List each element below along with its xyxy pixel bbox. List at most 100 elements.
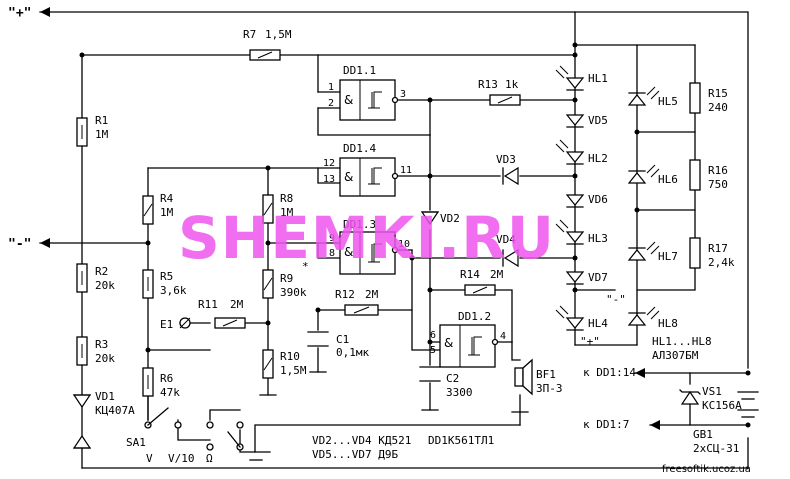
arrow-dd1-14-icon — [635, 368, 645, 378]
watermark-text: SHEMKI.RU — [178, 204, 555, 272]
minus-small-label: "-" — [606, 293, 626, 306]
gb1-value: 2хСЦ-31 — [693, 442, 739, 455]
r12-value: 2M — [365, 288, 379, 301]
capacitor-c1 — [307, 331, 329, 347]
r3-value: 20k — [95, 352, 115, 365]
r2-value: 20k — [95, 279, 115, 292]
bf1-value: ЗП-3 — [536, 382, 563, 395]
hl7-ref: HL7 — [658, 250, 678, 263]
vd2-ref: VD2 — [440, 212, 460, 225]
switch-sa1 — [144, 407, 244, 451]
ground-symbols — [249, 371, 529, 461]
vs1-ref: VS1 — [702, 385, 722, 398]
dd1-1-ref: DD1.1 — [343, 64, 376, 77]
r2-ref: R2 — [95, 265, 108, 278]
pin-13: 13 — [323, 174, 335, 185]
diode-vd3 — [502, 166, 519, 186]
led-hl5 — [627, 86, 660, 106]
labels: "+" "-" R7 1,5M R1 1M R2 20k R3 20k VD1 … — [8, 6, 751, 475]
diode-vd2 — [420, 211, 440, 226]
e1-ref: E1 — [160, 318, 173, 331]
pin-8: 8 — [329, 248, 335, 259]
arrow-plus-icon — [40, 7, 50, 17]
dd1-14-label: к DD1:14 — [583, 366, 636, 379]
led-hl7 — [627, 241, 660, 261]
led-hl2 — [555, 139, 585, 165]
hl-part-note: АЛ307БМ — [652, 349, 699, 362]
vd1-value: КЦ407А — [95, 404, 135, 417]
vs1-value: КС156А — [702, 399, 742, 412]
dd1-3-ref: DD1.3 — [343, 218, 376, 231]
led-hl4 — [555, 305, 585, 331]
switch-label-v: V — [146, 452, 153, 465]
hl4-ref: HL4 — [588, 317, 608, 330]
buzzer-bf1 — [514, 358, 533, 396]
resistor-r15 — [689, 82, 701, 114]
plus-small-label: "+" — [580, 335, 600, 348]
diode-vd6 — [565, 194, 585, 208]
pin-4: 4 — [500, 331, 506, 342]
zener-vs1 — [679, 389, 701, 405]
terminal-minus-label: "-" — [8, 237, 31, 252]
pin-3: 3 — [400, 89, 406, 100]
capacitor-c2 — [419, 366, 441, 382]
gate-dd1-4 — [339, 157, 399, 197]
r17-value: 2,4k — [708, 256, 735, 269]
r9-ref: R9 — [280, 272, 293, 285]
led-hl8 — [627, 306, 660, 326]
r16-ref: R16 — [708, 164, 728, 177]
c1-value: 0,1мк — [336, 346, 369, 359]
dd1-1-symbol: & — [344, 93, 353, 107]
r8-ref: R8 — [280, 192, 293, 205]
vd1-ref: VD1 — [95, 390, 115, 403]
vd3-ref: VD3 — [496, 153, 516, 166]
r15-value: 240 — [708, 101, 728, 114]
diode-vd5 — [565, 114, 585, 128]
note-ic: DD1К561ТЛ1 — [428, 434, 494, 447]
r1-value: 1M — [95, 128, 109, 141]
dd1-2-ref: DD1.2 — [458, 310, 491, 323]
led-hl6 — [627, 164, 660, 184]
led-hl1 — [555, 65, 585, 91]
hl2-ref: HL2 — [588, 152, 608, 165]
r14-ref: R14 — [460, 268, 480, 281]
vd6-ref: VD6 — [588, 193, 608, 206]
r10-value: 1,5M — [280, 364, 307, 377]
r17-ref: R17 — [708, 242, 728, 255]
resistor-r16 — [689, 159, 701, 191]
diode-vd7 — [565, 271, 585, 285]
arrow-minus-icon — [40, 238, 50, 248]
r12-ref: R12 — [335, 288, 355, 301]
pin-10: 10 — [398, 239, 410, 250]
terminal-arrows — [40, 7, 660, 430]
r5-value: 3,6k — [160, 284, 187, 297]
r5-ref: R5 — [160, 270, 173, 283]
pin-9: 9 — [329, 233, 335, 244]
vd5-ref: VD5 — [588, 114, 608, 127]
gb1-ref: GB1 — [693, 428, 713, 441]
r9-value: 390k — [280, 286, 307, 299]
dd1-4-symbol: & — [344, 170, 353, 184]
r7-ref: R7 — [243, 28, 256, 41]
vd7-ref: VD7 — [588, 271, 608, 284]
r13-ref: R13 — [478, 78, 498, 91]
c2-value: 3300 — [446, 386, 473, 399]
arrow-dd1-7-icon — [650, 420, 660, 430]
c1-ref: C1 — [336, 333, 349, 346]
note-vd2-4: VD2...VD4 КД521 — [312, 434, 411, 447]
switch-label-ohm: Ω — [206, 452, 213, 465]
gate-dd1-2 — [439, 324, 499, 368]
dd1-2-symbol: & — [444, 336, 453, 350]
dd1-3-symbol: & — [344, 245, 353, 259]
pin-5: 5 — [430, 345, 436, 356]
site-credit: freesoftik.ucoz.ua — [662, 464, 751, 475]
gate-dd1-1 — [339, 79, 399, 121]
hl8-ref: HL8 — [658, 317, 678, 330]
capacitors — [307, 331, 441, 382]
hl1-ref: HL1 — [588, 72, 608, 85]
logic-gates — [339, 79, 499, 368]
r8-value: 1M — [280, 206, 294, 219]
battery-gb1 — [737, 391, 759, 418]
